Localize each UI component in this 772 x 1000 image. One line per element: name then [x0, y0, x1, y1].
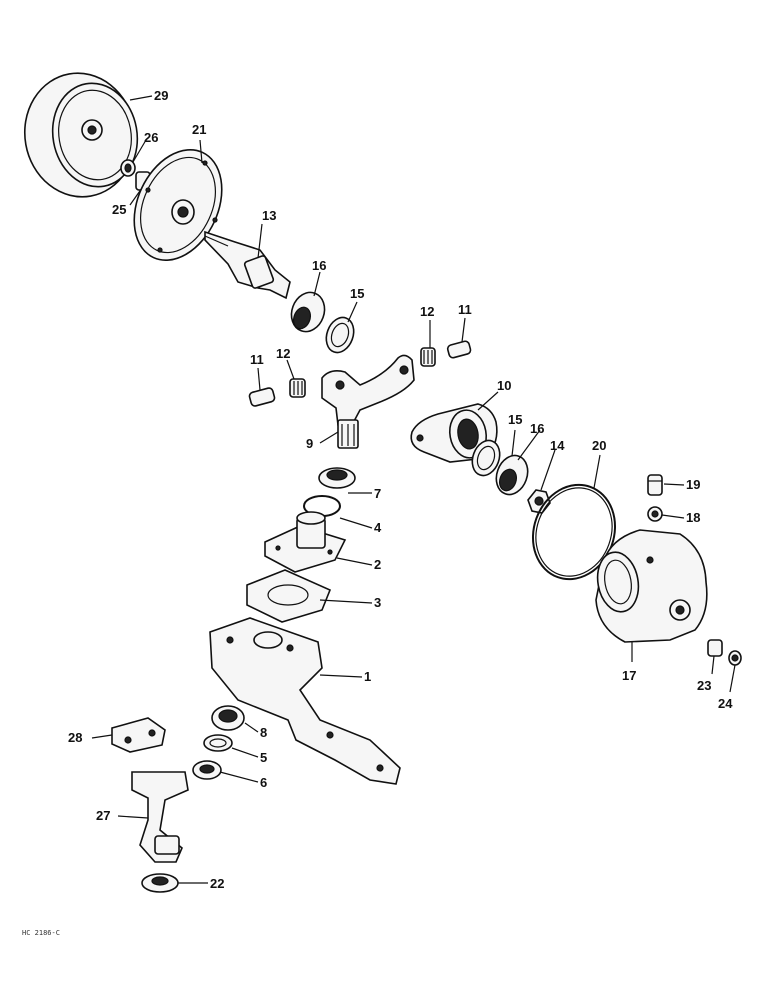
part-17-gear-housing [595, 529, 708, 643]
part-16-bearing-lower [495, 454, 529, 496]
label-9: 9 [306, 436, 313, 451]
part-12-needle-bearing-right [420, 347, 436, 367]
label-18: 18 [686, 510, 700, 525]
label-3: 3 [374, 595, 381, 610]
label-11b: 11 [250, 352, 264, 367]
label-13: 13 [262, 208, 276, 223]
label-27: 27 [96, 808, 110, 823]
label-15a: 15 [350, 286, 364, 301]
label-5: 5 [260, 750, 267, 765]
label-26: 26 [144, 130, 158, 145]
part-14-nut [527, 489, 551, 514]
part-10-sleeve-housing [410, 403, 498, 463]
label-19: 19 [686, 477, 700, 492]
part-23-bushing [707, 639, 723, 657]
label-11a: 11 [458, 302, 472, 317]
part-16-bearing-upper [290, 291, 326, 333]
part-9-yoke [321, 354, 415, 449]
label-28: 28 [68, 730, 82, 745]
label-4: 4 [374, 520, 382, 535]
part-24-seal [728, 650, 742, 666]
part-11-pin-left [248, 387, 276, 407]
part-13-spindle-shaft [204, 230, 291, 300]
label-16b: 16 [530, 421, 544, 436]
part-29-pulley [23, 72, 139, 198]
part-2-flange [264, 511, 347, 573]
figure-code: HC 2186-C [22, 929, 60, 937]
label-1: 1 [364, 669, 371, 684]
label-25: 25 [112, 202, 126, 217]
part-21-cover-plate [133, 148, 223, 262]
label-12b: 12 [276, 346, 290, 361]
label-23: 23 [697, 678, 711, 693]
part-5-seal [203, 734, 233, 752]
part-6-washer [192, 760, 222, 780]
label-14: 14 [550, 438, 565, 453]
label-6: 6 [260, 775, 267, 790]
part-7-bearing [318, 467, 356, 489]
label-29: 29 [154, 88, 168, 103]
part-11-pin-right [446, 340, 472, 359]
label-15b: 15 [508, 412, 522, 427]
part-19-fitting [647, 474, 663, 496]
label-17: 17 [622, 668, 636, 683]
part-1-axle-arm [209, 617, 401, 785]
label-10: 10 [497, 378, 511, 393]
label-22: 22 [210, 876, 224, 891]
part-15-race-upper [325, 316, 355, 354]
label-20: 20 [592, 438, 606, 453]
part-12-needle-bearing-left [289, 378, 306, 398]
part-28-clamp [111, 717, 166, 753]
part-8-bushing [211, 705, 245, 731]
label-7: 7 [374, 486, 381, 501]
label-2: 2 [374, 557, 381, 572]
part-27-steering-arm [131, 771, 189, 863]
label-8: 8 [260, 725, 267, 740]
part-22-washer [141, 873, 179, 893]
leader-lines [91, 95, 736, 884]
label-21: 21 [192, 122, 206, 137]
part-3-gasket [246, 569, 332, 623]
part-18-plug [647, 506, 663, 522]
part-26-seal [120, 159, 136, 177]
label-12a: 12 [420, 304, 434, 319]
label-24: 24 [718, 696, 733, 711]
part-15-race-lower [471, 439, 501, 477]
label-16a: 16 [312, 258, 326, 273]
